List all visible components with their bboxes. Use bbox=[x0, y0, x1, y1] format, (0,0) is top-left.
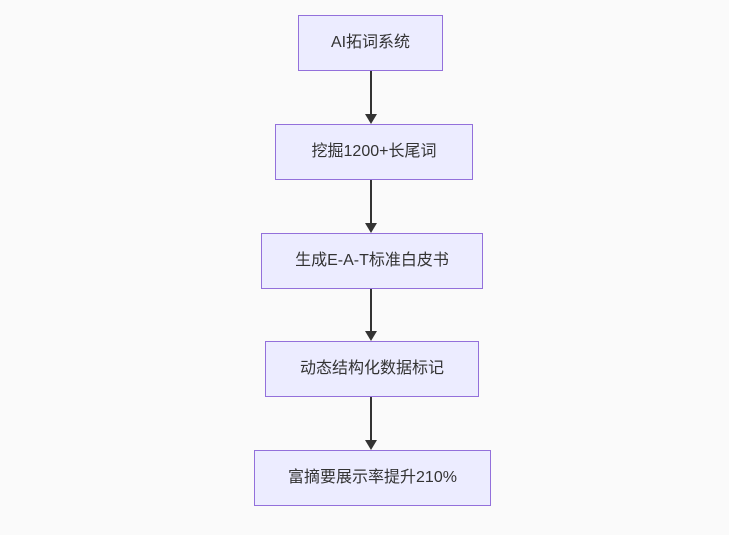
flowchart-node-eat-whitepaper: 生成E-A-T标准白皮书 bbox=[261, 233, 483, 289]
flowchart-edge bbox=[365, 289, 377, 341]
flowchart-edge bbox=[365, 397, 377, 450]
flowchart-node-structured-data: 动态结构化数据标记 bbox=[265, 341, 479, 397]
arrowhead-down-icon bbox=[365, 114, 377, 124]
arrowhead-down-icon bbox=[365, 223, 377, 233]
edge-line bbox=[370, 289, 372, 333]
edge-line bbox=[370, 71, 372, 116]
node-label: 生成E-A-T标准白皮书 bbox=[295, 252, 449, 270]
arrowhead-down-icon bbox=[365, 440, 377, 450]
flowchart-edge bbox=[365, 71, 377, 124]
node-label: AI拓词系统 bbox=[330, 34, 411, 52]
node-label: 动态结构化数据标记 bbox=[299, 360, 444, 378]
flowchart-node-ai-word-system: AI拓词系统 bbox=[298, 15, 443, 71]
edge-line bbox=[370, 180, 372, 225]
flowchart-node-longtail-mining: 挖掘1200+长尾词 bbox=[275, 124, 473, 180]
edge-line bbox=[370, 397, 372, 442]
flowchart-node-rich-snippet-result: 富摘要展示率提升210% bbox=[254, 450, 491, 506]
node-label: 富摘要展示率提升210% bbox=[288, 469, 457, 487]
node-label: 挖掘1200+长尾词 bbox=[311, 143, 437, 161]
flowchart-edge bbox=[365, 180, 377, 233]
arrowhead-down-icon bbox=[365, 331, 377, 341]
